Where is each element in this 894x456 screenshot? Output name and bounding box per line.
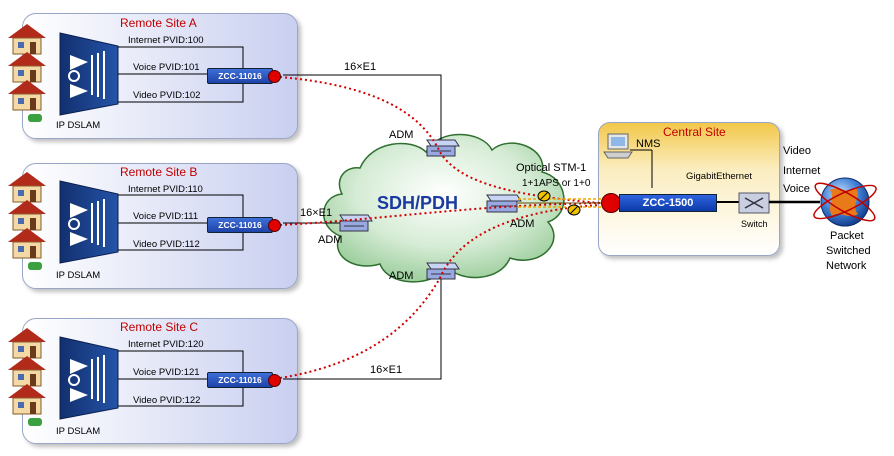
globe-icon (813, 177, 877, 227)
fiber-icon-2 (567, 204, 581, 216)
adm-label-bottom: ADM (389, 270, 414, 282)
site-a-title: Remote Site A (120, 16, 197, 30)
video-label: Video (783, 145, 811, 157)
site-c-dslam-label: IP DSLAM (56, 426, 101, 437)
site-c-video-pvid: Video PVID:122 (133, 395, 201, 406)
network-label-line3: Network (826, 260, 867, 272)
voice-label: Voice (783, 183, 810, 195)
nms-label: NMS (636, 138, 661, 150)
network-label-line2: Switched (826, 245, 871, 257)
switch-label: Switch (741, 219, 768, 229)
pvid-lines-b (118, 194, 244, 251)
protection-label: 1+1APS or 1+0 (522, 178, 591, 189)
site-b-zcc-device: ZCC-11016 (207, 217, 273, 233)
dslam-icon-a (59, 32, 119, 116)
houses-site-c (8, 328, 46, 426)
gigabit-label: GigabitEthernet (686, 171, 753, 182)
site-a-port (268, 70, 281, 83)
optical-label: Optical STM-1 (516, 162, 587, 174)
site-c-voice-pvid: Voice PVID:121 (133, 367, 200, 378)
adm-label-top: ADM (389, 129, 414, 141)
site-c-internet-pvid: Internet PVID:120 (128, 339, 204, 350)
pvid-lines-a (118, 46, 244, 103)
adm-box-center (486, 194, 522, 213)
site-b-port (268, 219, 281, 232)
central-zcc-device: ZCC-1500 (619, 194, 717, 212)
adm-box-top (426, 139, 460, 157)
adm-label-left: ADM (318, 234, 343, 246)
site-a-video-pvid: Video PVID:102 (133, 90, 201, 101)
fiber-icon-1 (537, 190, 551, 202)
network-label-line1: Packet (830, 230, 864, 242)
optical-lines (518, 198, 606, 208)
nms-computer-icon (603, 133, 633, 159)
e1-label-mid: 16×E1 (300, 207, 333, 219)
houses-site-a (8, 24, 46, 122)
red-dotted-paths (279, 76, 601, 379)
switch-icon (738, 192, 770, 214)
central-port (601, 193, 621, 213)
e1-label-bottom: 16×E1 (370, 364, 403, 376)
internet-label: Internet (783, 165, 821, 177)
site-b-voice-pvid: Voice PVID:111 (133, 211, 199, 222)
site-a-dslam-label: IP DSLAM (56, 120, 101, 131)
site-c-title: Remote Site C (120, 320, 199, 334)
site-c-zcc-device: ZCC-11016 (207, 372, 273, 388)
site-a-voice-pvid: Voice PVID:101 (133, 62, 200, 73)
site-a-zcc-device: ZCC-11016 (207, 68, 273, 84)
site-a-internet-pvid: Internet PVID:100 (128, 35, 204, 46)
e1-label-top: 16×E1 (344, 61, 377, 73)
dslam-icon-c (59, 336, 119, 420)
adm-label-center: ADM (510, 218, 535, 230)
adm-box-bottom (426, 262, 460, 280)
pvid-lines-c (118, 350, 244, 407)
site-c-port (268, 374, 281, 387)
site-b-dslam-label: IP DSLAM (56, 270, 101, 281)
houses-site-b (8, 172, 46, 270)
adm-box-left (339, 214, 373, 232)
central-site-title: Central Site (663, 125, 726, 139)
sdh-pdh-cloud (322, 133, 565, 283)
e1-lines (283, 74, 442, 380)
site-b-title: Remote Site B (120, 165, 198, 179)
site-b-internet-pvid: Internet PVID:110 (128, 184, 203, 195)
cloud-label: SDH/PDH (377, 193, 459, 213)
site-b-video-pvid: Video PVID:112 (133, 239, 200, 250)
dslam-icon-b (59, 180, 119, 264)
